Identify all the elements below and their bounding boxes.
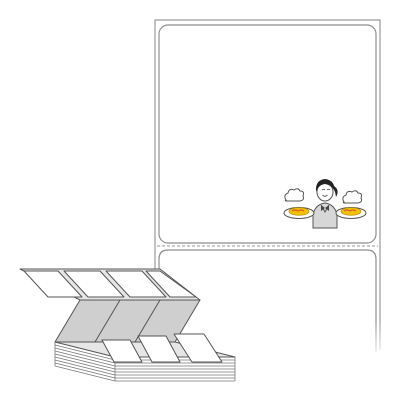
chef-body	[312, 202, 338, 229]
chef-hair	[315, 179, 335, 192]
omelet-right-icon	[340, 207, 362, 216]
omelet-left-icon	[288, 207, 310, 216]
steam-left-icon	[284, 188, 305, 202]
fanfold-label-stack-icon	[19, 268, 236, 382]
top-label-row	[23, 270, 197, 298]
bottom-label-row	[101, 333, 223, 363]
chef-with-omelet-plates-icon	[283, 179, 367, 229]
steam-right-icon	[342, 190, 363, 204]
chef-bow-icon	[321, 205, 329, 211]
